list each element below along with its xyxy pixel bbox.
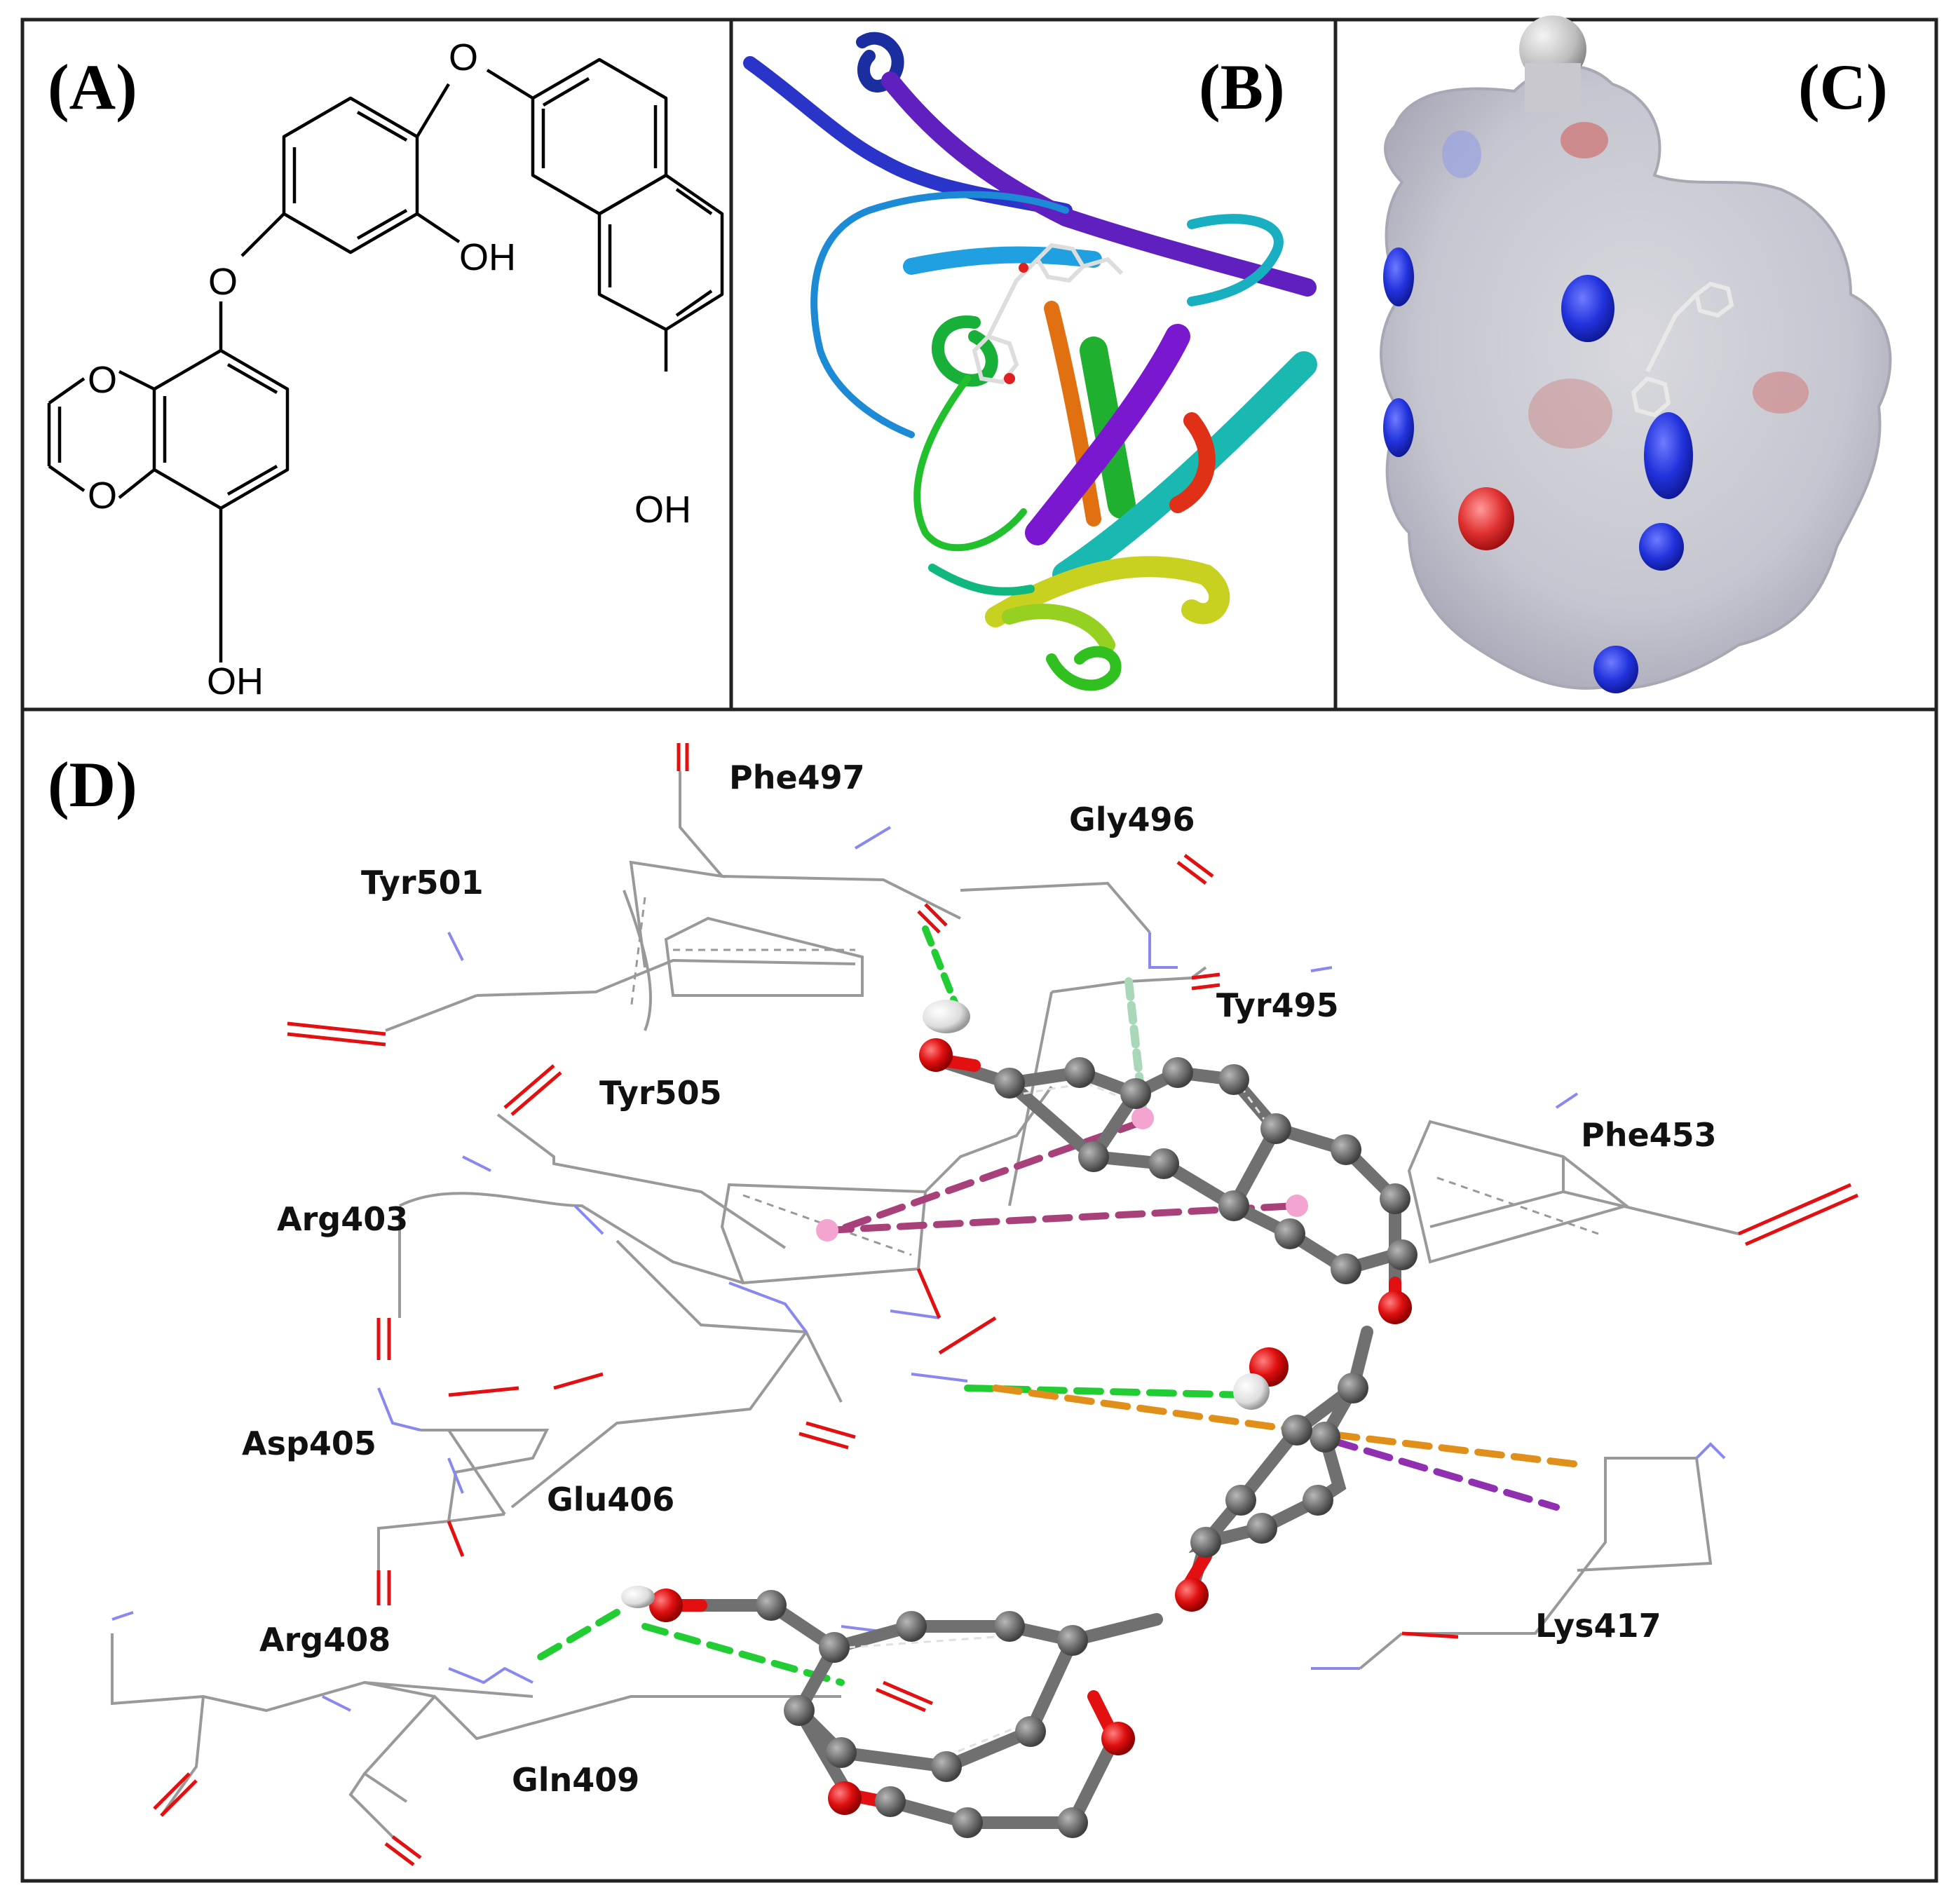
residue-label-gln409: Gln409 [512,1761,639,1799]
pi-cation-lys417 [1293,1427,1588,1469]
chemical-structure [47,57,724,561]
panel-c: (C) [1380,15,1892,693]
positive-patch-5 [1639,523,1684,571]
ligand-hydrogen-atoms [621,1000,1270,1608]
panel-a-label: (A) [48,51,137,123]
positive-patch-7 [1442,130,1481,178]
pi-sigma-lys417 [1293,1427,1560,1511]
ligand-sticks-c [1631,281,1734,418]
hbond-arg408 [529,1609,620,1665]
residue-aromatic-dashes [630,897,1599,1256]
pipi-tyr505-2 [824,1202,1300,1234]
residue-label-tyr495: Tyr495 [1216,986,1339,1024]
residue-label-arg403: Arg403 [277,1200,408,1238]
panel-b: (B) [743,32,1317,691]
panel-c-label: (C) [1798,51,1888,123]
ligand-oxygen-b [1004,373,1015,384]
panel-a: (A) [47,36,724,702]
positive-patch-6 [1593,646,1638,693]
protein-ribbon [743,32,1317,691]
negative-patch-4 [1528,379,1612,449]
dioxin-oxygen-upper: O [88,359,117,401]
residue-lines [111,771,1837,1838]
residue-label-phe497: Phe497 [729,759,865,796]
positive-patch-4 [1644,412,1693,499]
residue-label-asp405: Asp405 [242,1424,376,1462]
negative-patch-1 [1458,487,1514,550]
ligand-oxygen-atoms [649,1038,1412,1815]
panel-d: (D) [48,743,1859,1866]
residue-label-glu406: Glu406 [547,1481,674,1518]
interaction-lines [529,925,1588,1686]
pi-cation-arg403 [992,1385,1300,1434]
negative-patch-3 [1753,372,1809,414]
positive-patch-3 [1561,275,1614,342]
residue-label-phe453: Phe453 [1581,1116,1717,1154]
panel-b-label: (B) [1199,51,1285,123]
ligand-oxygen-b2 [1019,263,1028,273]
residue-label-tyr501: Tyr501 [361,864,484,902]
hbond-gln409 [641,1623,845,1686]
residue-label-lys417: Lys417 [1535,1607,1661,1645]
panel-d-label: (D) [48,749,137,820]
oxygen-bonds [153,743,1859,1866]
surface-protrusion-base [1525,63,1581,112]
residue-label-tyr505: Tyr505 [599,1074,722,1112]
panel-frames [20,18,1938,1883]
hydroxyl-label-central: OH [459,236,516,278]
positive-patch-1 [1383,247,1414,306]
residue-label-gly496: Gly496 [1069,801,1195,838]
hydroxyl-label-naphthalene: OH [634,489,691,531]
ether-oxygen-top: O [449,36,478,79]
positive-patch-2 [1383,398,1414,457]
dioxin-oxygen-lower: O [88,475,117,517]
hydroxyl-label-bottom: OH [207,660,264,702]
ligand-carbon-atoms [756,1057,1417,1838]
residue-label-arg408: Arg408 [259,1621,390,1659]
pipi-tyr505-1 [824,1118,1146,1237]
ligand-bonds [653,1052,1401,1829]
ether-oxygen-left: O [208,261,238,303]
negative-patch-2 [1561,122,1608,158]
